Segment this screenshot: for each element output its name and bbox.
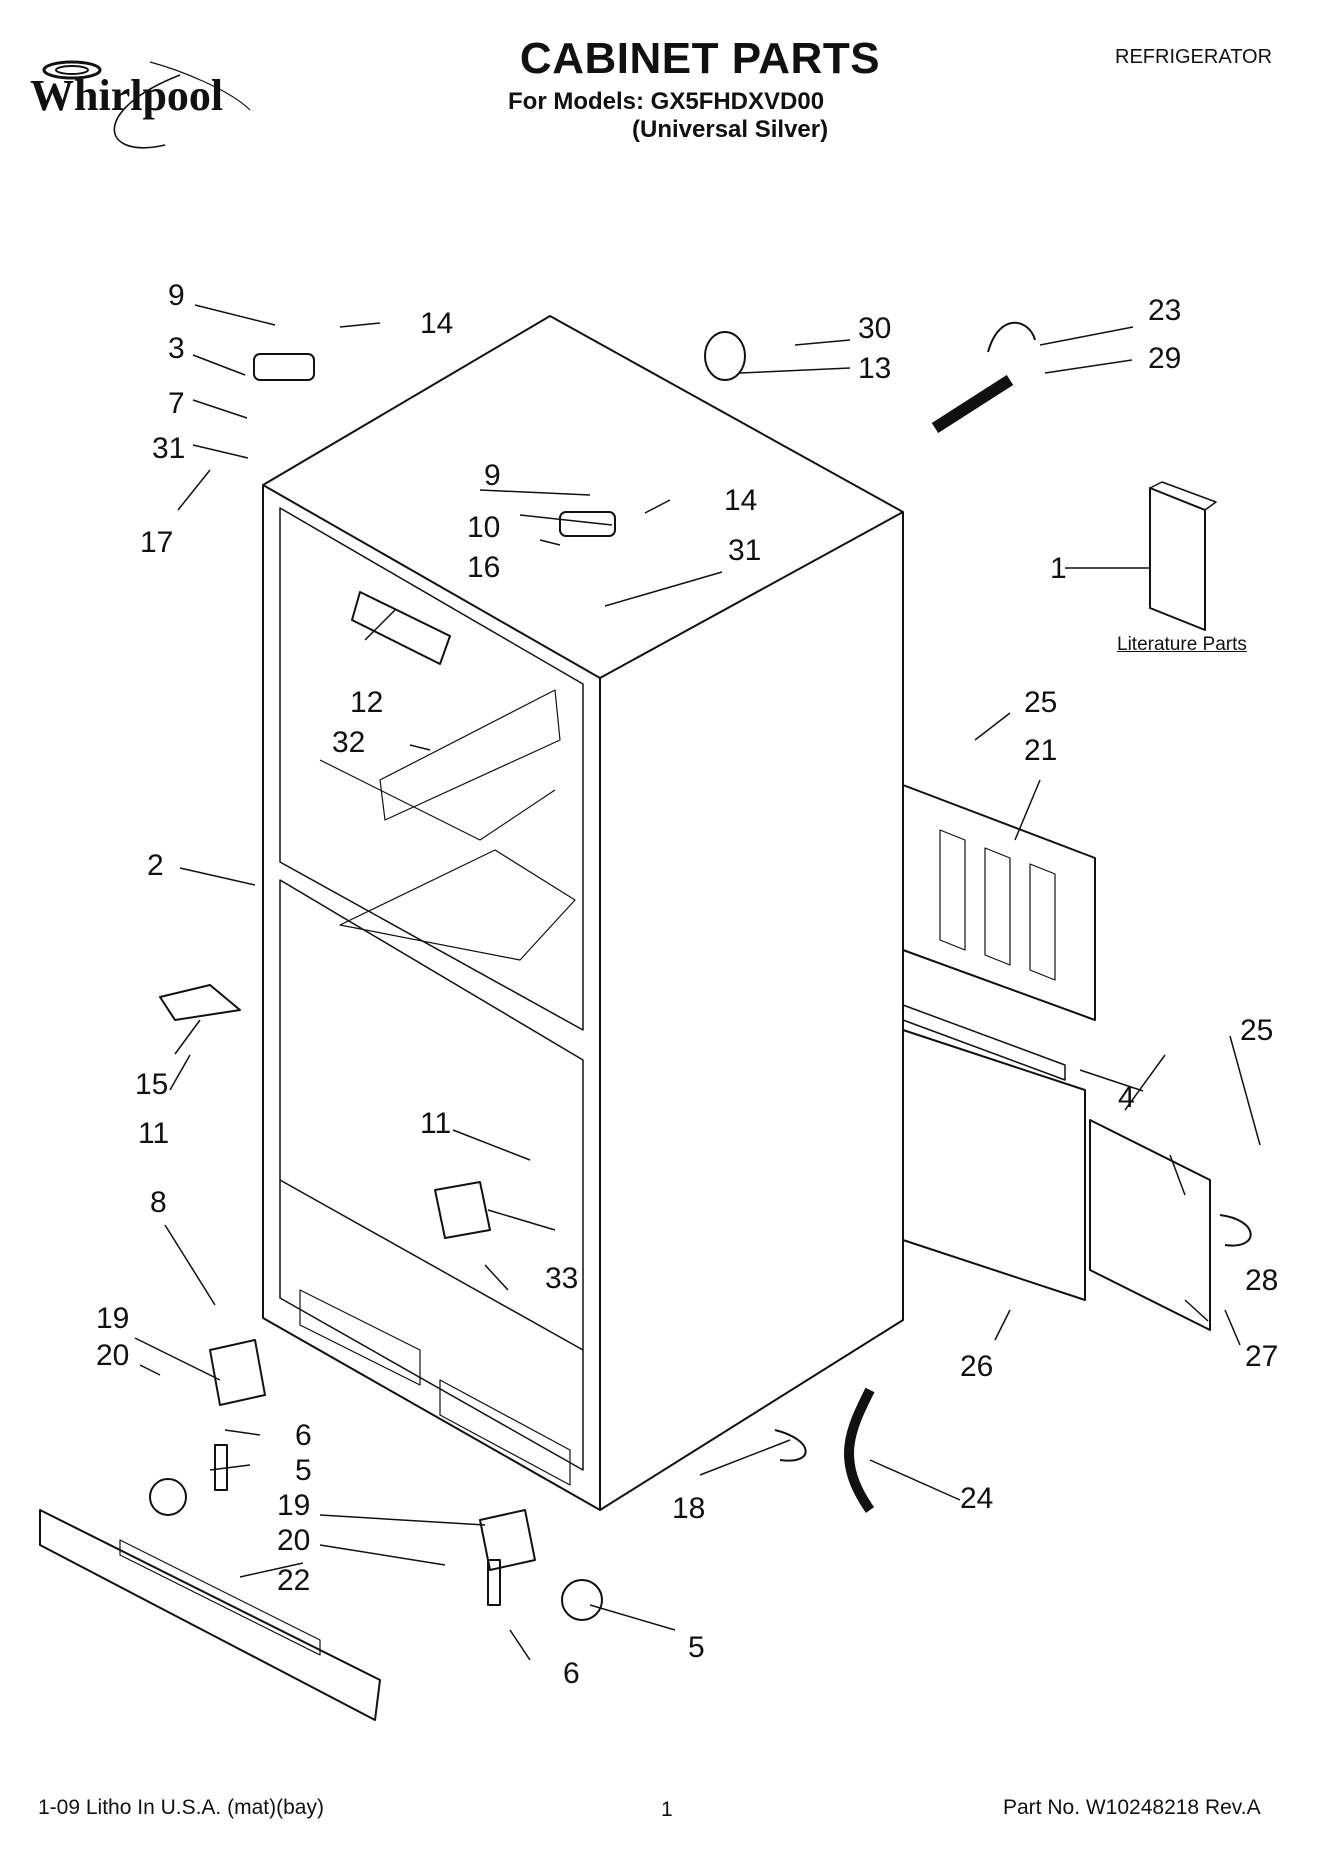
variant-line: (Universal Silver)	[632, 116, 829, 143]
callout-31: 31	[728, 534, 761, 567]
callout-8: 8	[150, 1186, 167, 1219]
callout-28: 28	[1245, 1264, 1278, 1297]
callout-11: 11	[138, 1117, 169, 1150]
callout-10: 10	[467, 511, 500, 544]
page-number: 1	[661, 1798, 673, 1821]
callout-6: 6	[563, 1657, 580, 1690]
callout-11: 11	[420, 1107, 451, 1140]
callout-23: 23	[1148, 294, 1181, 327]
brand-wordmark: Whirlpool	[30, 71, 223, 120]
callout-33: 33	[545, 1262, 578, 1295]
callout-3: 3	[168, 332, 185, 365]
callout-21: 21	[1024, 734, 1057, 767]
callout-20: 20	[277, 1524, 310, 1557]
callout-17: 17	[140, 526, 173, 559]
callout-25: 25	[1240, 1014, 1273, 1047]
callout-20: 20	[96, 1339, 129, 1372]
callout-13: 13	[858, 352, 891, 385]
callout-16: 16	[467, 551, 500, 584]
footer-print-info: 1-09 Litho In U.S.A. (mat)(bay)	[38, 1796, 324, 1819]
whirlpool-logo: Whirlpool	[30, 60, 251, 149]
cabinet-front-face	[262, 484, 601, 1511]
models-line: For Models: GX5FHDXVD00	[508, 88, 825, 115]
callout-14: 14	[420, 307, 453, 340]
callout-9: 9	[168, 279, 185, 312]
callout-30: 30	[858, 312, 891, 345]
cabinet-top	[262, 315, 904, 679]
callout-5: 5	[688, 1631, 705, 1664]
callout-27: 27	[1245, 1340, 1278, 1373]
callout-32: 32	[332, 726, 365, 759]
cabinet-right-side	[599, 512, 904, 1511]
callout-31: 31	[152, 432, 185, 465]
callout-25: 25	[1024, 686, 1057, 719]
callout-5: 5	[295, 1454, 312, 1487]
callout-2: 2	[147, 849, 164, 882]
callout-6: 6	[295, 1419, 312, 1452]
callout-9: 9	[484, 459, 501, 492]
literature-parts-label: Literature Parts	[1117, 634, 1247, 655]
category-label: REFRIGERATOR	[1115, 46, 1273, 68]
callout-7: 7	[168, 387, 185, 420]
callout-1: 1	[1050, 552, 1067, 585]
callout-4: 4	[1118, 1081, 1135, 1114]
callout-24: 24	[960, 1482, 993, 1515]
callout-19: 19	[277, 1489, 310, 1522]
callout-22: 22	[277, 1564, 310, 1597]
callout-15: 15	[135, 1068, 168, 1101]
page-title: CABINET PARTS	[519, 34, 881, 83]
callout-26: 26	[960, 1350, 993, 1383]
callout-18: 18	[672, 1492, 705, 1525]
callout-29: 29	[1148, 342, 1181, 375]
callout-19: 19	[96, 1302, 129, 1335]
callout-14: 14	[724, 484, 757, 517]
part-number: Part No. W10248218 Rev.A	[1003, 1796, 1261, 1819]
callout-12: 12	[350, 686, 383, 719]
